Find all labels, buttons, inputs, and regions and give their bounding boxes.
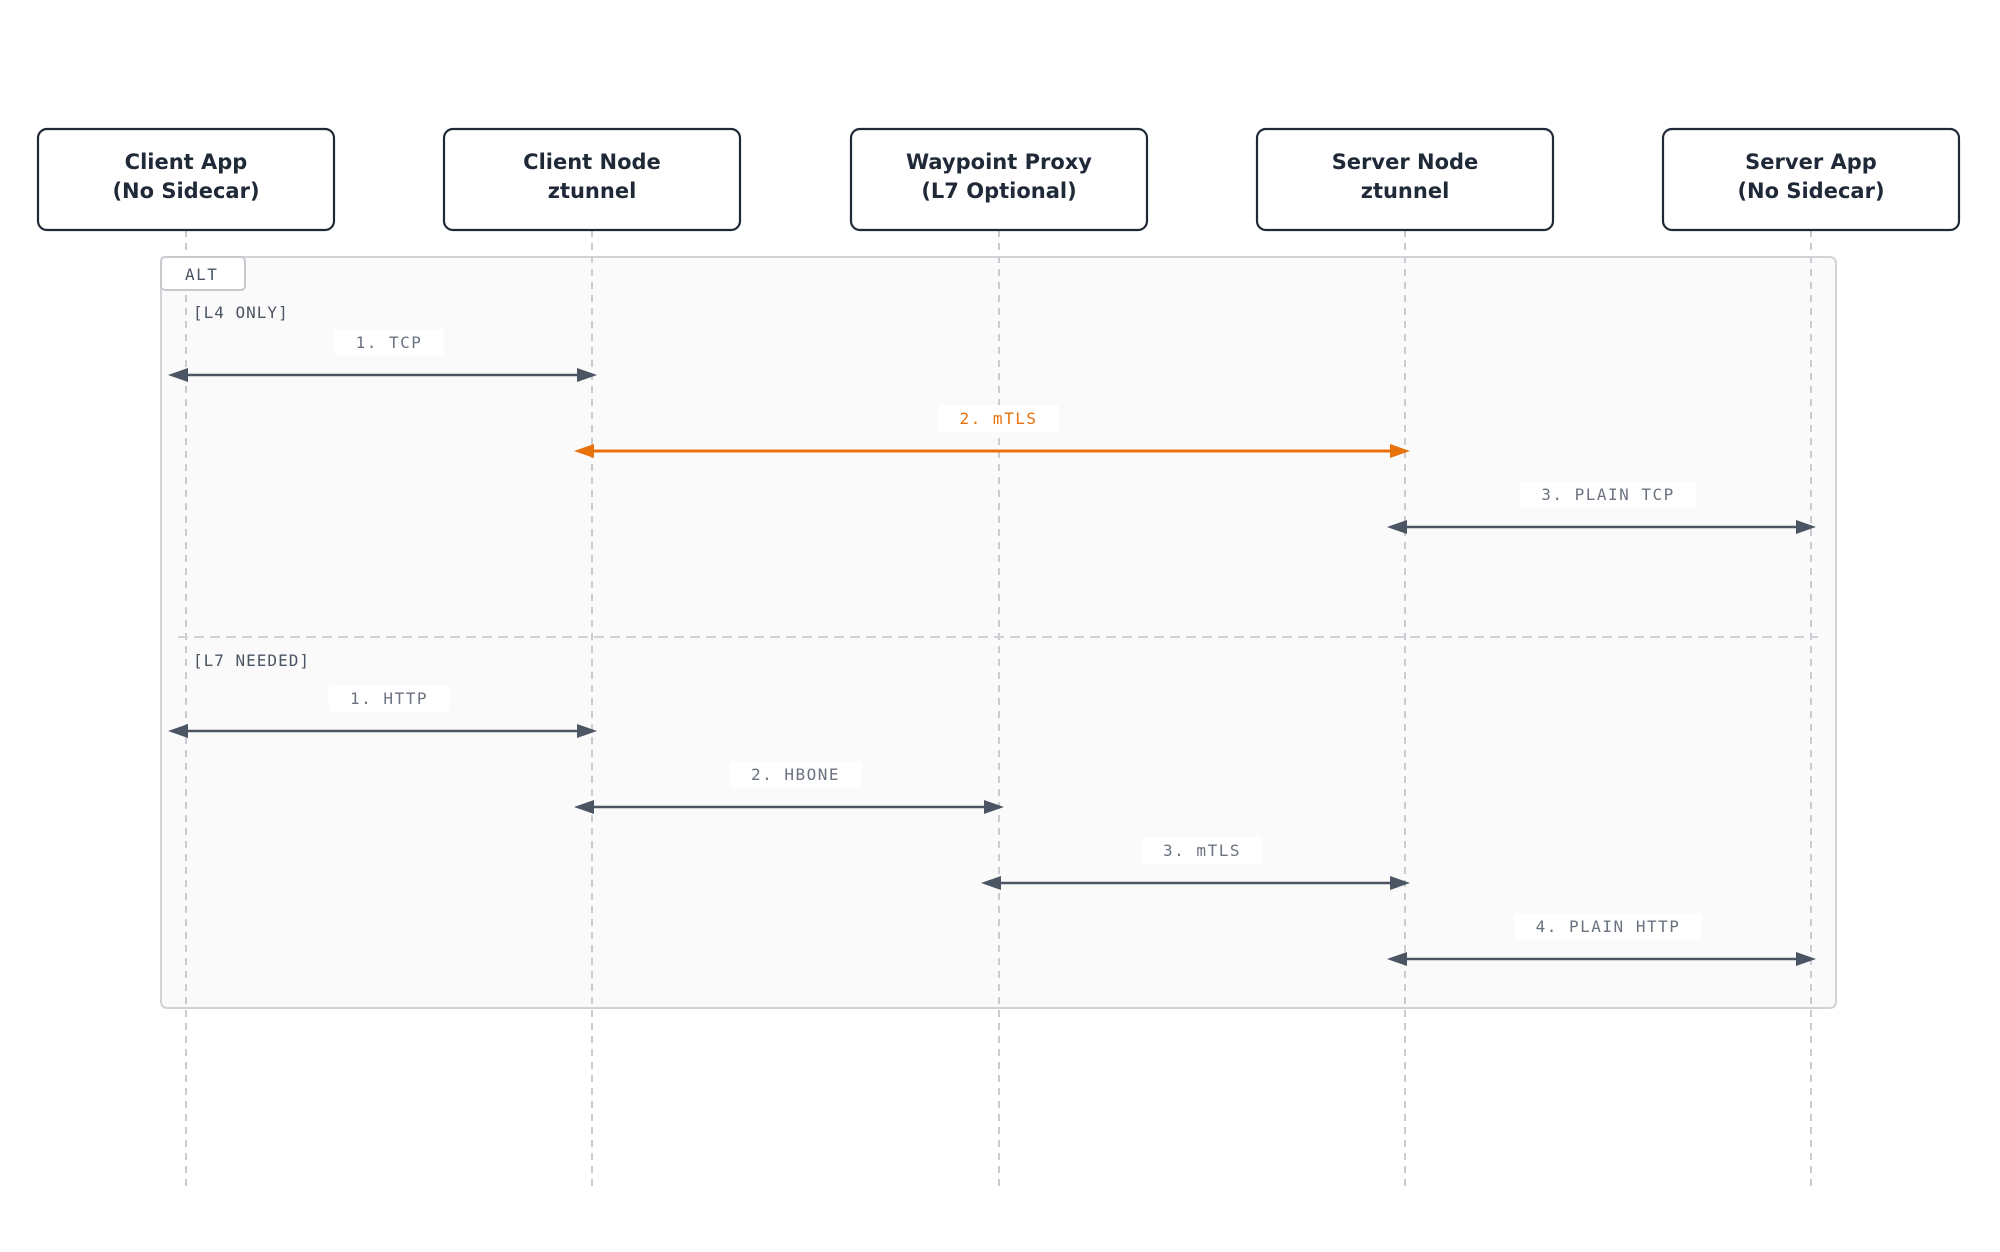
message-arrow: 2. HBONE	[574, 761, 1004, 814]
actor-name: Server Node	[1332, 150, 1479, 174]
arrow-head-left	[574, 800, 594, 814]
arrow-head-left	[168, 724, 188, 738]
message-label: 1. HTTP	[350, 689, 428, 708]
arrow-head-right	[577, 368, 597, 382]
actor-server-node: Server Node ztunnel	[1255, 127, 1555, 232]
arrow-head-left	[1387, 520, 1407, 534]
arrow-head-left	[168, 368, 188, 382]
message-arrow: 4. PLAIN HTTP	[1387, 913, 1816, 966]
message-arrow: 1. HTTP	[168, 685, 597, 738]
arrow-head-left	[981, 876, 1001, 890]
actor-box	[1255, 127, 1555, 232]
alt-tag-label: ALT	[185, 265, 218, 284]
arrow-head-right	[1390, 876, 1410, 890]
arrow-head-right	[984, 800, 1004, 814]
actor-server-app: Server App (No Sidecar)	[1661, 127, 1961, 232]
message-label-bg	[328, 685, 450, 712]
message-label-bg	[729, 761, 862, 788]
actor-client-app: Client App (No Sidecar)	[36, 127, 336, 232]
message-label: 1. TCP	[356, 333, 423, 352]
guard-condition: [L7 NEEDED]	[193, 651, 310, 670]
actor-box	[1661, 127, 1961, 232]
arrow-head-right	[577, 724, 597, 738]
actor-name: Server App	[1745, 150, 1877, 174]
message-arrow: 3. mTLS	[981, 837, 1410, 890]
arrow-head-left	[1387, 952, 1407, 966]
guard-condition: [L4 ONLY]	[193, 303, 289, 322]
message-arrow: 3. PLAIN TCP	[1387, 481, 1816, 534]
message-label: 2. mTLS	[960, 409, 1038, 428]
message-label-bg	[938, 405, 1059, 432]
message-label-bg	[1141, 837, 1263, 864]
actor-name: Client Node	[523, 150, 661, 174]
message-label: 4. PLAIN HTTP	[1536, 917, 1681, 936]
arrow-head-right	[1796, 520, 1816, 534]
message-label-bg	[1520, 481, 1696, 508]
actor-subtitle: (No Sidecar)	[112, 179, 259, 203]
arrow-head-right	[1796, 952, 1816, 966]
actor-box	[36, 127, 336, 232]
actor-box	[442, 127, 742, 232]
alt-tag-box	[160, 256, 246, 291]
message-arrow: 2. mTLS	[574, 405, 1410, 458]
arrow-head-right	[1390, 444, 1410, 458]
message-label: 3. mTLS	[1163, 841, 1241, 860]
arrow-head-left	[574, 444, 594, 458]
actor-subtitle: (L7 Optional)	[921, 179, 1076, 203]
message-label: 3. PLAIN TCP	[1541, 485, 1675, 504]
actor-subtitle: (No Sidecar)	[1737, 179, 1884, 203]
actor-name: Waypoint Proxy	[906, 150, 1092, 174]
actor-subtitle: ztunnel	[548, 179, 637, 203]
actor-waypoint: Waypoint Proxy (L7 Optional)	[849, 127, 1149, 232]
message-label-bg	[1514, 913, 1702, 940]
actor-box	[849, 127, 1149, 232]
message-label: 2. HBONE	[751, 765, 840, 784]
message-arrow: 1. TCP	[168, 329, 597, 382]
message-label-bg	[334, 329, 444, 356]
actor-name: Client App	[125, 150, 248, 174]
actor-subtitle: ztunnel	[1361, 179, 1450, 203]
actor-client-node: Client Node ztunnel	[442, 127, 742, 232]
